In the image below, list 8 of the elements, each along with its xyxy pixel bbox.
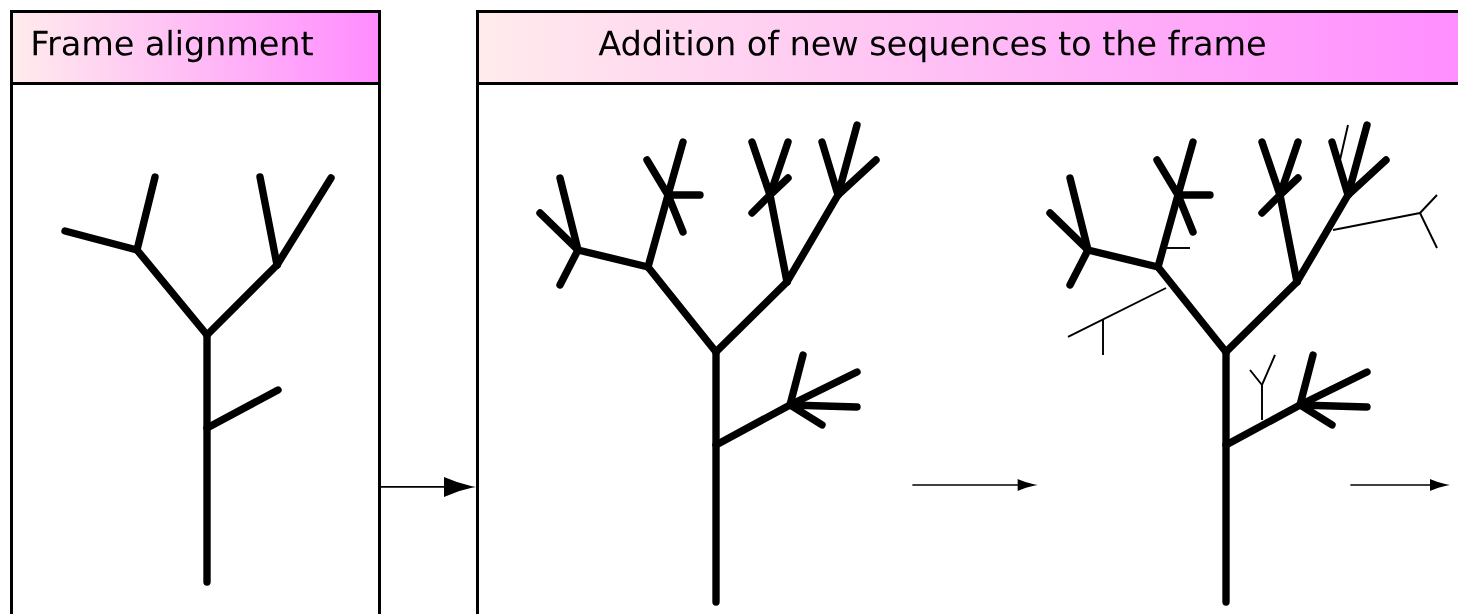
- tree-drawing: [61, 173, 335, 586]
- panel: Addition of new sequences to the frame: [476, 10, 1458, 614]
- arrow: [911, 479, 1035, 491]
- arrow: [1349, 479, 1447, 491]
- panel: Frame alignment: [10, 10, 381, 614]
- arrow: [380, 477, 473, 497]
- tree-drawing: [1046, 121, 1438, 606]
- tree-drawing: [536, 121, 880, 606]
